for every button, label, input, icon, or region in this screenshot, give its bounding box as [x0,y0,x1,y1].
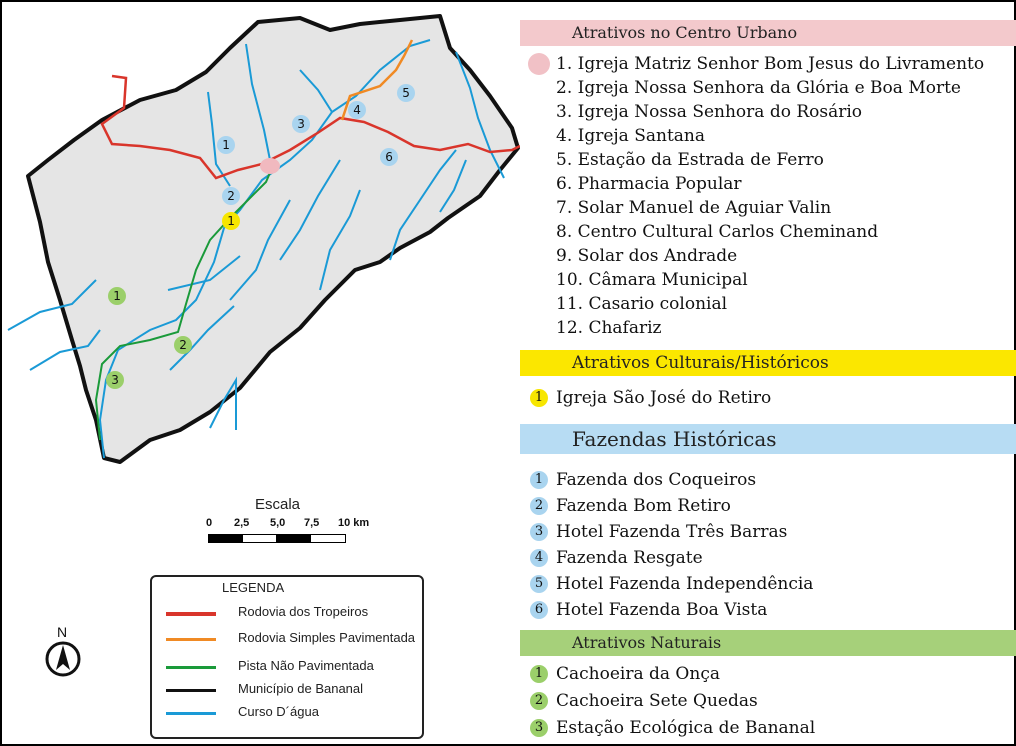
legend-item: Rodovia dos Tropeiros [152,603,422,623]
compass-icon [45,641,81,677]
river-network [7,39,505,459]
legend-swatch [166,712,216,715]
map-legend: LEGENDA Rodovia dos Tropeiros Rodovia Si… [150,575,424,739]
scale-tick: 2,5 [234,517,250,529]
map-natural-marker: 2 [174,336,192,354]
legend-swatch [166,689,216,692]
map-farm-marker: 3 [292,115,310,133]
map-farm-marker: 2 [222,187,240,205]
natural-section-title: Atrativos Naturais [572,633,722,652]
cultural-section-title: Atrativos Culturais/Históricos [572,353,829,373]
number-badge: 4 [530,549,548,567]
north-label: N [56,624,68,640]
number-badge: 1 [530,471,548,489]
urban-section-title: Atrativos no Centro Urbano [572,23,798,42]
number-badge: 1 [530,389,548,407]
urban-section-header: Atrativos no Centro Urbano [520,20,1016,46]
legend-item: Pista Não Pavimentada [152,657,422,677]
legend-swatch [166,638,216,641]
number-badge: 3 [530,523,548,541]
number-badge: 2 [530,692,548,710]
scale-tick: 0 [206,517,213,529]
paved-road [340,39,414,121]
map-natural-marker: 1 [108,287,126,305]
svg-text:1: 1 [113,289,121,303]
scale-tick: 10 km [338,517,370,529]
svg-text:6: 6 [385,150,393,164]
scale-segment [208,534,244,543]
scale-segment [276,534,312,543]
map-farm-marker: 1 [217,136,235,154]
scale-tick: 7,5 [304,517,320,529]
municipality-area [26,14,520,464]
svg-text:3: 3 [111,373,119,387]
legend-swatch [166,612,216,616]
scale-title: Escala [255,496,301,513]
svg-text:5: 5 [402,86,410,100]
legend-title: LEGENDA [222,580,285,595]
legend-item: Curso D´água [152,703,422,723]
number-badge: 6 [530,601,548,619]
map-farm-marker: 5 [397,84,415,102]
map-natural-marker: 3 [106,371,124,389]
map-farm-marker: 6 [380,148,398,166]
number-badge: 2 [530,497,548,515]
number-badge: 1 [530,665,548,683]
farms-section-header: Fazendas Históricas [520,424,1016,454]
svg-text:3: 3 [297,117,305,131]
legend-swatch [166,666,216,669]
natural-section-header: Atrativos Naturais [520,630,1016,656]
number-badge: 3 [530,719,548,737]
map-cultural-marker: 1 [222,212,240,230]
farms-section-title: Fazendas Históricas [572,427,777,451]
urban-center-icon [528,53,550,75]
legend-item: Município de Bananal [152,680,422,700]
scale-segment [242,534,278,543]
svg-text:2: 2 [179,338,187,352]
svg-text:2: 2 [227,189,235,203]
svg-text:1: 1 [227,214,235,228]
highway-tropeiros [100,74,520,180]
svg-text:4: 4 [353,103,361,117]
scale-tick: 5,0 [270,517,286,529]
unpaved-road [94,167,273,441]
municipality-map: 1 2 3 4 5 6 1 1 2 3 [7,14,520,464]
map-farm-marker: 4 [348,101,366,119]
farm-markers: 1 2 3 4 5 6 1 1 2 3 [106,84,415,389]
cultural-section-header: Atrativos Culturais/Históricos [520,350,1016,376]
scale-segment [310,534,346,543]
svg-text:1: 1 [222,138,230,152]
legend-item: Rodovia Simples Pavimentada [152,629,422,649]
number-badge: 5 [530,575,548,593]
urban-center-marker [260,158,280,174]
